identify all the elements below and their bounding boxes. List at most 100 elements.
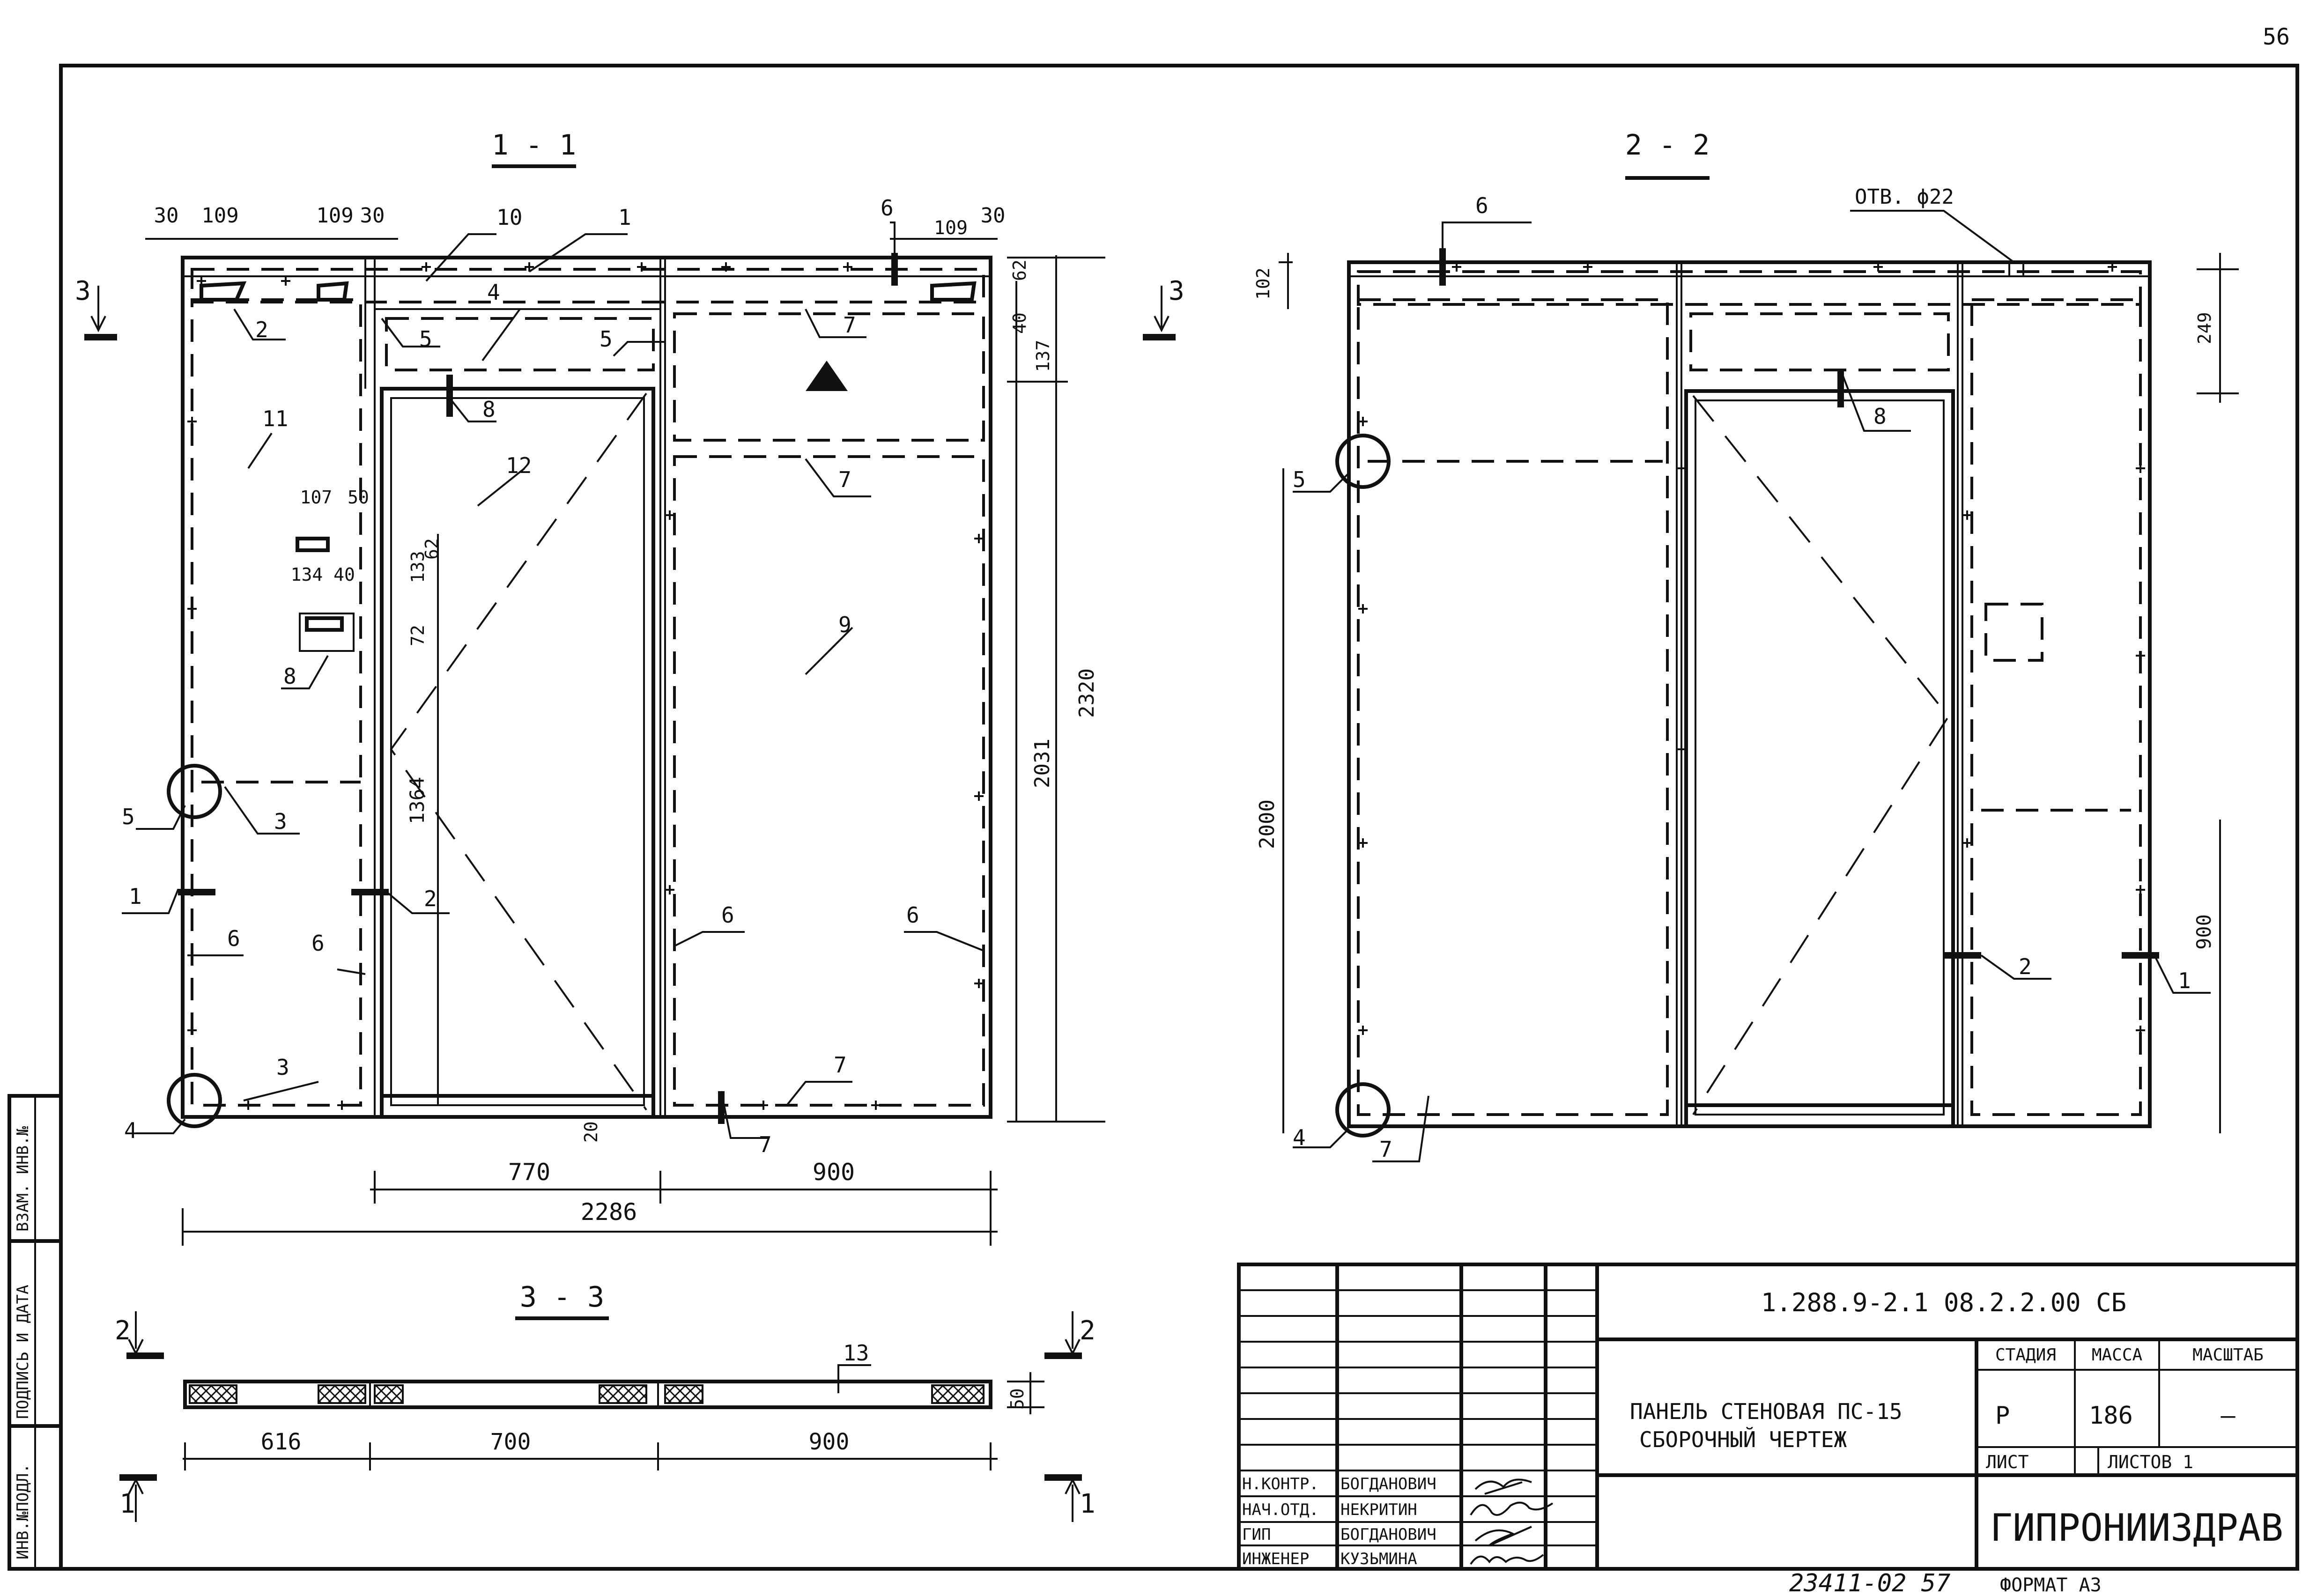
title-line-1: ПАНЕЛЬ СТЕНОВАЯ ПС-15 bbox=[1630, 1399, 1902, 1424]
dim-40b: 40 bbox=[333, 564, 355, 585]
section-2-2-title: 2 - 2 bbox=[1625, 129, 1710, 162]
callout-1a: 1 bbox=[618, 205, 631, 230]
callout-2-4: 4 bbox=[1293, 1125, 1306, 1150]
dim-700: 700 bbox=[490, 1429, 531, 1455]
side-label-vzam-inv: ВЗАМ. ИНВ.№ bbox=[14, 1126, 32, 1232]
section-3-3-title: 3 - 3 bbox=[520, 1281, 605, 1314]
side-label-signature-date: ПОДПИСЬ И ДАТА bbox=[14, 1285, 32, 1419]
title-block: 1.288.9-2.1 08.2.2.00 СБ ПАНЕЛЬ СТЕНОВАЯ… bbox=[1237, 1263, 2299, 1571]
dim-50b: 50 bbox=[1007, 1388, 1028, 1410]
name-nach-otd: НЕКРИТИН bbox=[1340, 1500, 1417, 1519]
callout-7c: 7 bbox=[834, 1052, 847, 1078]
section-3-3: 3 - 3 2 2 1 bbox=[115, 1281, 1096, 1522]
dim-133: 133 bbox=[407, 551, 428, 583]
callout-4b: 4 bbox=[124, 1118, 137, 1143]
callout-10: 10 bbox=[496, 205, 522, 230]
callout-13: 13 bbox=[843, 1340, 869, 1366]
callout-3a: 3 bbox=[274, 809, 287, 834]
dim-top-109c: 109 bbox=[934, 217, 968, 239]
sheet-label: ЛИСТ bbox=[1986, 1452, 2029, 1472]
callout-12: 12 bbox=[506, 453, 532, 478]
value-mass: 186 bbox=[2089, 1402, 2133, 1430]
svg-text:3: 3 bbox=[75, 276, 91, 306]
document-code: 1.288.9-2.1 08.2.2.00 СБ bbox=[1761, 1288, 2126, 1317]
dim-134: 134 bbox=[291, 564, 323, 585]
svg-text:2: 2 bbox=[115, 1315, 131, 1346]
callout-8b: 8 bbox=[283, 664, 296, 689]
cut-mark-1-right: 1 bbox=[1044, 1474, 1096, 1522]
callout-7a: 7 bbox=[843, 312, 856, 338]
callout-7b: 7 bbox=[838, 467, 851, 492]
signatures bbox=[1470, 1478, 1554, 1565]
dim-900: 900 bbox=[813, 1159, 855, 1186]
dim-2000: 2000 bbox=[1255, 799, 1279, 849]
cut-mark-3-right: 3 bbox=[1143, 276, 1184, 340]
dim-72: 72 bbox=[407, 625, 428, 646]
callout-2-7: 7 bbox=[1379, 1137, 1392, 1162]
dim-62b: 62 bbox=[422, 538, 442, 560]
dim-top-109: 109 bbox=[201, 204, 238, 228]
callout-2a: 2 bbox=[255, 317, 268, 342]
sheets-label: ЛИСТОВ 1 bbox=[2108, 1452, 2193, 1472]
dim-2031: 2031 bbox=[1030, 739, 1054, 788]
dim-107: 107 bbox=[300, 487, 333, 508]
callout-5a: 5 bbox=[419, 326, 432, 352]
callout-6b: 6 bbox=[227, 926, 240, 951]
cut-mark-1-left: 1 bbox=[119, 1474, 157, 1522]
callout-2-5: 5 bbox=[1293, 467, 1306, 492]
role-nach-otd: НАЧ.ОТД. bbox=[1242, 1500, 1319, 1519]
callout-4a: 4 bbox=[487, 280, 500, 305]
cut-mark-2-right: 2 bbox=[1044, 1311, 1096, 1359]
role-gip: ГИП bbox=[1242, 1525, 1271, 1544]
role-n-kontr: Н.КОНТР. bbox=[1242, 1475, 1319, 1493]
callout-6a: 6 bbox=[881, 195, 894, 221]
callout-1b: 1 bbox=[129, 884, 142, 909]
page-number: 56 bbox=[2263, 24, 2290, 50]
section-2-2: 2 - 2 bbox=[1253, 129, 2239, 1162]
callout-6e: 6 bbox=[906, 902, 919, 928]
callout-5c: 5 bbox=[122, 804, 135, 829]
organization-name: ГИПРОНИИЗДРАВ bbox=[1990, 1506, 2283, 1550]
dim-top-30b: 30 bbox=[360, 204, 385, 228]
dim-137: 137 bbox=[1033, 340, 1053, 372]
value-scale: – bbox=[2221, 1402, 2236, 1430]
callout-5b: 5 bbox=[600, 326, 613, 352]
format-label: ФОРМАТ А3 bbox=[2000, 1574, 2102, 1596]
section-1-1-title: 1 - 1 bbox=[492, 129, 577, 162]
dim-top-109b: 109 bbox=[316, 204, 353, 228]
callout-2-6: 6 bbox=[1475, 193, 1488, 218]
name-engineer: КУЗЬМИНА bbox=[1340, 1550, 1417, 1568]
callout-3b: 3 bbox=[276, 1055, 289, 1080]
archive-number: 23411-02 57 bbox=[1789, 1569, 1950, 1596]
dim-20: 20 bbox=[581, 1121, 601, 1143]
dim-900c: 900 bbox=[809, 1429, 850, 1455]
dim-102: 102 bbox=[1253, 267, 1273, 300]
dim-616: 616 bbox=[261, 1429, 302, 1455]
callout-2-1: 1 bbox=[2178, 968, 2191, 993]
callout-7d: 7 bbox=[759, 1132, 772, 1157]
cut-mark-3-left: 3 bbox=[75, 276, 117, 340]
dim-40: 40 bbox=[1009, 312, 1030, 334]
dim-2286: 2286 bbox=[581, 1198, 637, 1226]
dim-50: 50 bbox=[348, 487, 369, 508]
callout-8a: 8 bbox=[482, 397, 496, 422]
dim-249: 249 bbox=[2194, 312, 2215, 344]
callout-2-2: 2 bbox=[2019, 954, 2032, 979]
section-1-1: 1 - 1 bbox=[75, 129, 1184, 1246]
callout-6d: 6 bbox=[721, 902, 734, 928]
callout-6c: 6 bbox=[311, 931, 325, 956]
drawing-frame: ИНВ.№ПОДЛ. ПОДПИСЬ И ДАТА ВЗАМ. ИНВ.№ bbox=[7, 64, 2299, 1571]
svg-text:1: 1 bbox=[119, 1489, 135, 1519]
callout-11: 11 bbox=[262, 406, 288, 431]
header-stage: СТАДИЯ bbox=[1995, 1345, 2056, 1365]
callout-9: 9 bbox=[838, 612, 851, 637]
side-label-inv-podl: ИНВ.№ПОДЛ. bbox=[14, 1463, 32, 1559]
dim-62: 62 bbox=[1009, 259, 1030, 281]
dim-top-30c: 30 bbox=[981, 204, 1006, 228]
dim-top-30: 30 bbox=[154, 204, 179, 228]
dim-900b: 900 bbox=[2192, 914, 2215, 950]
svg-text:2: 2 bbox=[1080, 1315, 1096, 1346]
title-line-2: СБОРОЧНЫЙ ЧЕРТЕЖ bbox=[1639, 1427, 1847, 1452]
cut-mark-2-left: 2 bbox=[115, 1311, 164, 1359]
